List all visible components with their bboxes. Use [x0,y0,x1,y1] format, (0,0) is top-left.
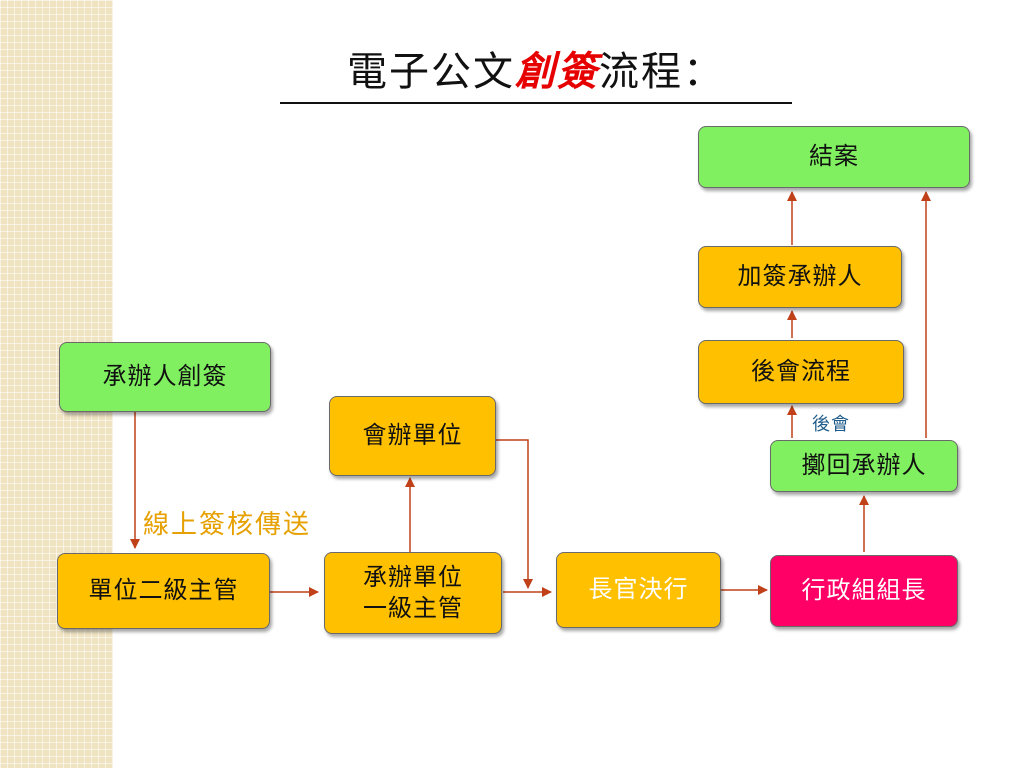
arrow-cohandling-to-executive [496,439,533,589]
node-unit-level1-supervisor: 承辦單位 一級主管 [324,552,502,634]
title-part-1: 電子公文 [347,49,515,95]
title-part-3: 流程： [599,49,725,95]
node-close-case: 結案 [698,126,970,188]
node-post-review-process: 後會流程 [698,340,904,404]
node-admin-team-leader: 行政組組長 [770,555,958,627]
node-executive-decision: 長官決行 [556,552,721,628]
node-drafter-create: 承辦人創簽 [59,342,271,412]
label-online-transmit: 線上簽核傳送 [143,510,312,540]
node-unit-level2-supervisor: 單位二級主管 [57,553,270,629]
node-co-handling-unit: 會辦單位 [329,396,496,476]
title-highlight: 創簽 [515,48,599,95]
node-return-to-drafter: 擲回承辦人 [770,440,958,492]
label-post-review: 後會 [812,414,850,435]
node-cosign-drafter: 加簽承辦人 [698,246,902,308]
page-title: 電子公文創簽流程： [280,42,792,104]
